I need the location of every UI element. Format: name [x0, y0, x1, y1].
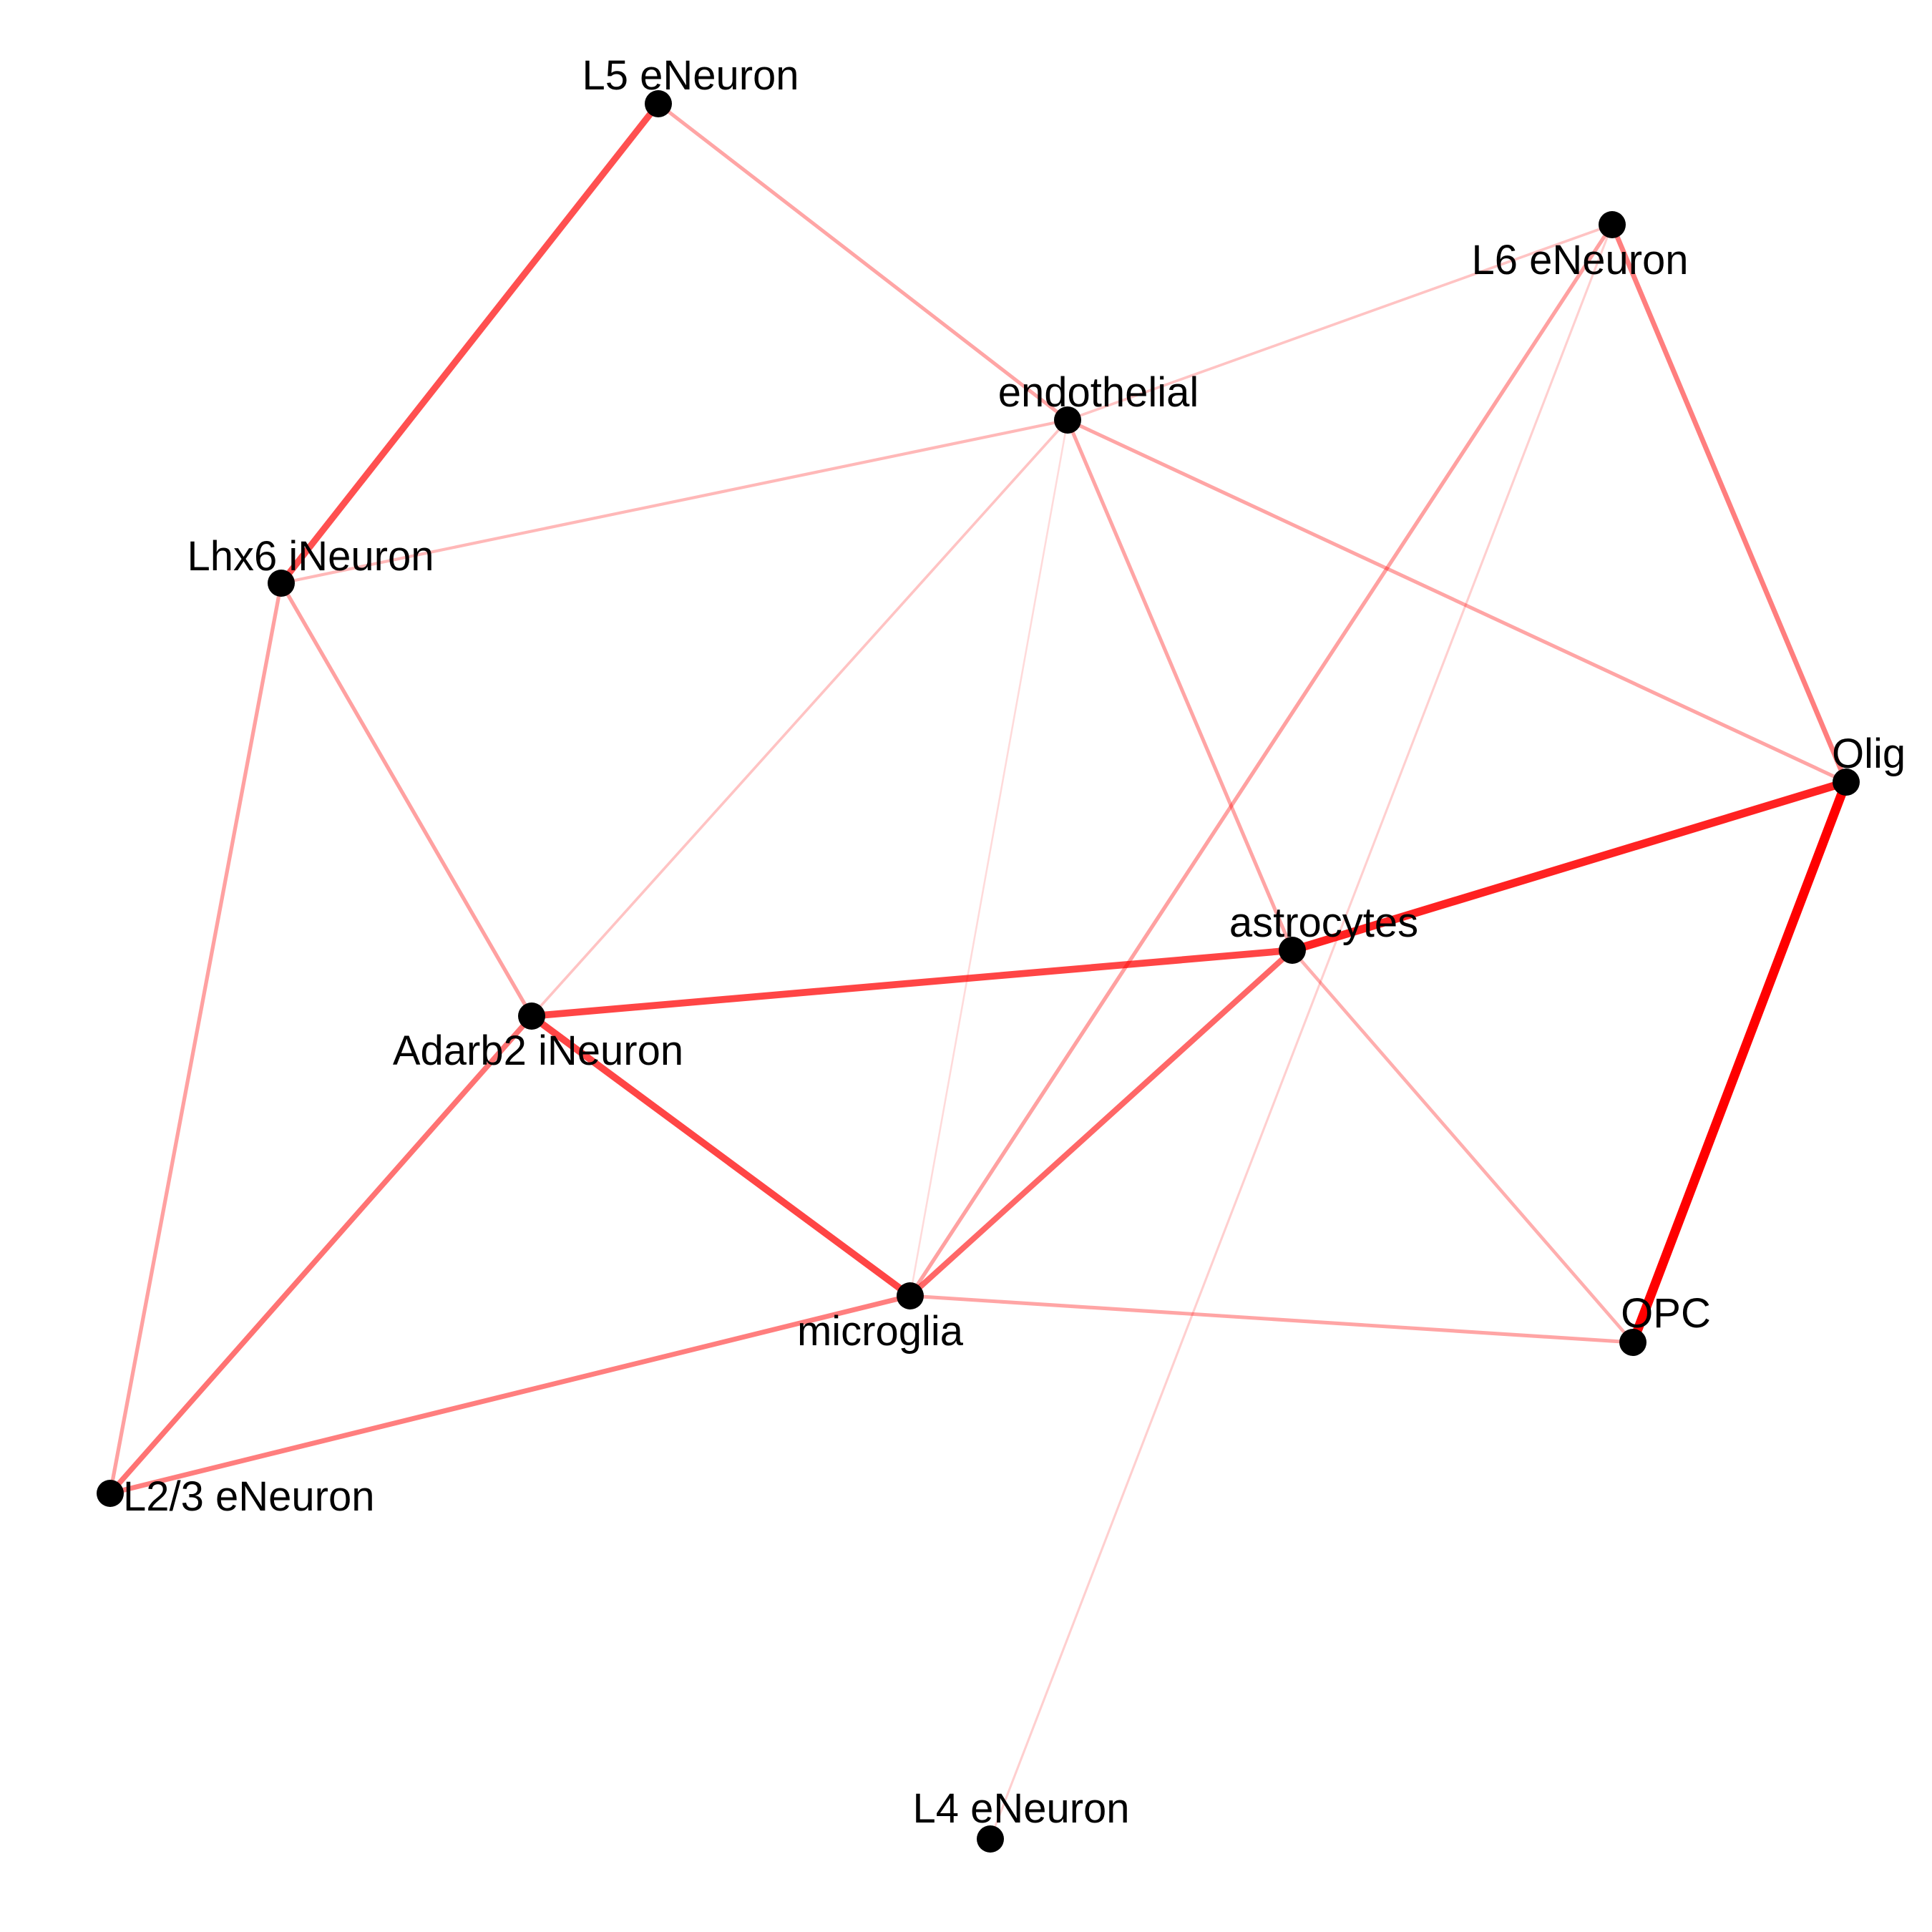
edge-endo-adarb2	[530, 419, 1069, 1018]
edge-adarb2-micro	[528, 1013, 914, 1299]
edge-l6-l4	[989, 223, 1614, 1840]
node-label-lhx6: Lhx6 iNeuron	[187, 533, 434, 580]
edge-endo-astro	[1065, 418, 1294, 952]
node-micro	[897, 1282, 924, 1309]
node-label-astro: astrocytes	[1229, 899, 1418, 946]
edge-l6-endo	[1066, 223, 1614, 421]
node-label-endo: endothelial	[998, 369, 1199, 416]
edge-lhx6-adarb2	[279, 581, 534, 1018]
edge-astro-olig	[1288, 778, 1850, 955]
node-label-olig: Olig	[1832, 731, 1906, 777]
edge-l6-micro	[908, 223, 1614, 1298]
node-opc	[1619, 1329, 1646, 1356]
edges-layer	[107, 100, 1851, 1840]
node-label-l5: L5 eNeuron	[582, 52, 799, 99]
node-label-l23: L2/3 eNeuron	[123, 1473, 374, 1520]
node-l4	[977, 1825, 1004, 1853]
edge-endo-micro	[909, 419, 1069, 1297]
node-adarb2	[518, 1002, 545, 1030]
node-olig	[1833, 769, 1860, 796]
edge-lhx6-l23	[108, 581, 283, 1496]
edge-olig-opc	[1628, 777, 1851, 1347]
edge-endo-olig	[1065, 418, 1848, 784]
node-l5	[645, 90, 672, 117]
edge-adarb2-l23	[107, 1013, 535, 1496]
edge-endo-lhx6	[279, 418, 1070, 585]
nodes-layer	[97, 90, 1860, 1853]
node-label-l4: L4 eNeuron	[912, 1785, 1129, 1832]
edge-adarb2-astro	[528, 947, 1296, 1020]
node-label-micro: microglia	[797, 1308, 964, 1355]
edge-astro-micro	[907, 947, 1296, 1299]
node-l23	[97, 1480, 124, 1507]
node-astro	[1279, 937, 1306, 964]
node-endo	[1054, 406, 1081, 434]
node-label-l6: L6 eNeuron	[1471, 237, 1688, 283]
edge-l5-lhx6	[278, 100, 662, 587]
node-label-adarb2: Adarb2 iNeuron	[393, 1028, 683, 1074]
edge-micro-l23	[107, 1293, 913, 1496]
node-lhx6	[268, 570, 295, 597]
node-l6	[1599, 211, 1626, 238]
edge-micro-opc	[908, 1294, 1635, 1345]
node-label-opc: OPC	[1621, 1290, 1711, 1337]
edge-astro-opc	[1290, 948, 1635, 1345]
edge-l6-olig	[1609, 222, 1849, 785]
edge-l5-endo	[656, 102, 1070, 422]
